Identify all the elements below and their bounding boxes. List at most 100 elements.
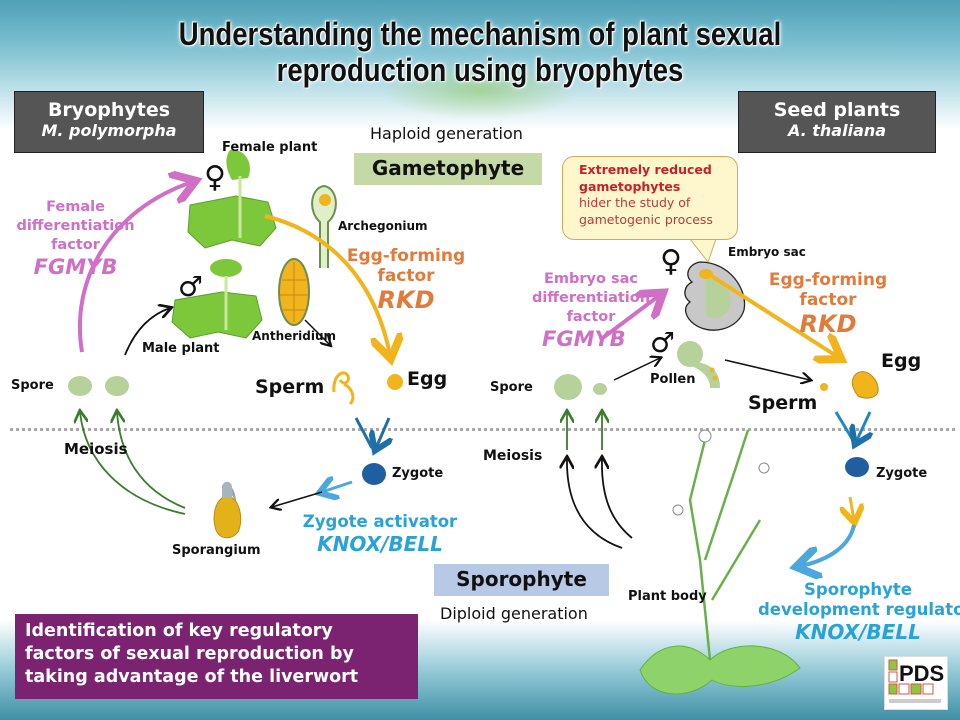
male-symbol: ♂ [178,270,204,303]
male-plant-illustration [171,259,263,339]
seed-plants-name: Seed plants [773,99,901,121]
bryophytes-scientific-name: M. polymorpha [41,121,177,140]
knox-bell-gene-right: KNOX/BELL [795,620,921,644]
rkd-gene-right: RKD [799,310,857,338]
callout-highlight-line-2: gametophytes [579,178,681,194]
seed-egg-icon [851,371,879,399]
seed-egg-forming-arrow [708,273,838,357]
seed-sperm-label: Sperm [748,392,818,414]
embryo-sac-illustration [684,261,746,331]
leaf-glow [380,60,580,120]
generation-divider [10,428,955,431]
bryophyte-spore-1 [68,376,92,396]
male-plant-label: Male plant [142,341,220,356]
diploid-generation-label: Diploid generation [440,604,588,623]
development-return-arrow [800,524,856,566]
sporophyte-development-factor: Sporophyte development regulator KNOX/BE… [758,580,960,644]
egg-forming-factor-left: Egg-forming factor RKD [338,246,474,314]
seed-male-symbol: ♂ [650,326,676,359]
egg-factor-left-line-1: Egg-forming [346,246,466,266]
egg-forming-arrow [264,214,390,355]
seed-zygote-icon [845,457,869,477]
bryophyte-egg-label: Egg [407,368,448,390]
female-differentiation-arrow [77,182,192,353]
zygote-activator-factor: Zygote activator KNOX/BELL [296,512,464,556]
zygote-to-sporangium-arrow [272,491,323,507]
bryophytes-name: Bryophytes [47,99,171,121]
callout-rest-line-1: hider the study of [579,195,691,210]
female-plant-label: Female plant [222,140,318,155]
callout-pointer [688,238,717,264]
title-line-2: reproduction using bryophytes [276,52,684,88]
sporangium-label: Sporangium [172,543,261,558]
title-line-1: Understanding the mechanism of plant sex… [178,16,782,52]
bryophyte-zygote-label: Zygote [392,466,444,481]
antheridium-illustration [278,258,310,326]
archegonium-label: Archegonium [338,219,428,233]
fertilization-arrow-left [354,417,389,448]
plant-body-to-spore-arrow-1 [567,458,623,549]
female-factor-line-3: factor [51,237,100,253]
bryophyte-spore-label: Spore [11,378,54,393]
pds-logo: PDS [884,656,948,710]
embryo-sac-differentiation-arrow [598,295,660,342]
sporophyte-factor-line-2: development regulator [758,600,960,619]
rkd-gene-left: RKD [377,286,435,314]
reduced-gametophytes-callout: Extremely reduced gametophytes hider the… [562,156,738,240]
callout-highlight-line-1: Extremely reduced [579,162,712,177]
female-symbol: ♀ [204,160,226,195]
bryophyte-sperm-icon [332,371,355,406]
archegonium-illustration [311,184,337,268]
egg-factor-left-line-2: factor [377,266,435,286]
seed-spore-small [593,383,607,395]
seed-plants-scientific-name: A. thaliana [787,121,887,140]
seed-female-symbol: ♀ [660,244,682,279]
arabidopsis-plant-illustration [639,429,801,695]
egg-forming-factor-right: Egg-forming factor RKD [758,270,898,338]
knox-bell-gene-left: KNOX/BELL [317,532,443,556]
plant-body-label: Plant body [628,589,707,604]
sporophyte-label: Sporophyte [434,564,609,596]
seed-meiosis-label: Meiosis [483,448,543,464]
pollen-illustration [677,341,720,388]
embryo-factor-line-3: factor [566,309,616,325]
embryo-sac-differentiation-factor: Embryo sac differentiation factor FGMYB [526,270,656,351]
embryo-factor-line-1: Embryo sac [543,271,639,287]
spore-to-pollen-arrow [613,358,660,381]
fgmyb-gene-left: FGMYB [33,255,118,279]
sporangium-illustration [213,481,242,539]
female-differentiation-factor: Female differentiation factor FGMYB [8,198,143,279]
plant-body-to-spore-arrow-2 [602,458,633,539]
sporophyte-factor-line-1: Sporophyte [804,580,912,599]
fertilization-arrow-right [834,411,870,442]
summary-box: Identification of key regulatory factors… [15,614,418,699]
bryophyte-sperm-label: Sperm [255,376,325,398]
egg-factor-right-line-1: Egg-forming [768,270,888,290]
gametophyte-label: Gametophyte [354,153,542,185]
seed-spore-large [554,374,582,400]
seed-spore-label: Spore [490,380,533,395]
pds-logo-graphic: PDS [888,659,944,703]
bryophyte-egg-icon [387,374,403,390]
female-plant-illustration [187,149,277,249]
seed-zygote-label: Zygote [876,466,928,481]
pollen-label: Pollen [650,372,696,387]
bryophytes-label-box: Bryophytes M. polymorpha [14,91,204,153]
page-title: Understanding the mechanism of plant sex… [67,16,893,88]
antheridium-label: Antheridium [252,329,337,343]
callout-rest-line-2: gametogenic process [579,211,713,227]
pollen-to-sperm-arrow [724,359,810,380]
zygote-to-development-arrow [850,496,854,520]
zygote-factor-line-1: Zygote activator [302,512,458,531]
summary-line-3: taking advantage of the liverwort [25,667,359,687]
female-factor-line-1: Female [46,199,105,215]
embryo-factor-line-2: differentiation [531,290,651,306]
bryophyte-spore-2 [105,376,129,396]
summary-line-1: Identification of key regulatory [25,621,333,641]
seed-egg-label: Egg [881,350,922,372]
meiosis-arrow-inner [117,412,186,509]
pds-logo-text: PDS [899,661,944,686]
summary-line-2: factors of sexual reproduction by [25,644,354,664]
embryo-sac-label: Embryo sac [728,245,806,259]
